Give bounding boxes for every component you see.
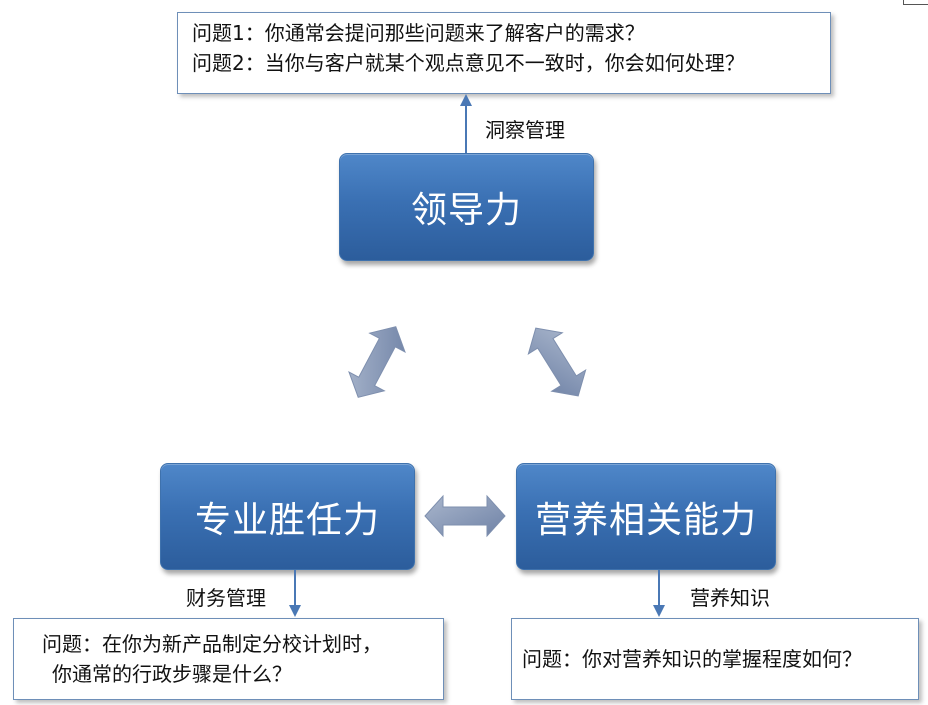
nutrition-knowledge-label: 营养知识 xyxy=(690,586,770,610)
connector-nutrition-to-question xyxy=(653,570,665,617)
right-question-box: 问题：你对营养知识的掌握程度如何？ xyxy=(511,618,919,700)
question-1-text: 问题1：你通常会提问那些问题来了解客户的需求？ xyxy=(192,21,645,45)
right-question-line1: 问题：你对营养知识的掌握程度如何？ xyxy=(522,647,862,671)
connector-leadership-to-top xyxy=(460,94,472,153)
double-arrow-leadership-nutrition xyxy=(527,327,587,397)
left-question-line1: 问题：在你为新产品制定分校计划时， xyxy=(42,632,382,656)
double-arrow-professional-nutrition xyxy=(424,494,506,538)
connector-professional-to-question xyxy=(289,570,301,617)
finance-management-label: 财务管理 xyxy=(186,586,266,610)
leadership-box: 领导力 xyxy=(339,153,594,261)
top-question-box: 问题1：你通常会提问那些问题来了解客户的需求？ 问题2：当你与客户就某个观点意见… xyxy=(177,12,831,94)
corner-mark xyxy=(903,0,928,5)
nutrition-competence-box: 营养相关能力 xyxy=(516,463,776,570)
left-question-line2: 你通常的行政步骤是什么？ xyxy=(52,662,292,686)
question-2-text: 问题2：当你与客户就某个观点意见不一致时，你会如何处理？ xyxy=(192,51,745,75)
insight-management-label: 洞察管理 xyxy=(485,118,565,142)
professional-competence-box: 专业胜任力 xyxy=(160,463,415,570)
double-arrow-leadership-professional xyxy=(348,326,406,398)
left-question-box: 问题：在你为新产品制定分校计划时， 你通常的行政步骤是什么？ xyxy=(13,618,444,700)
